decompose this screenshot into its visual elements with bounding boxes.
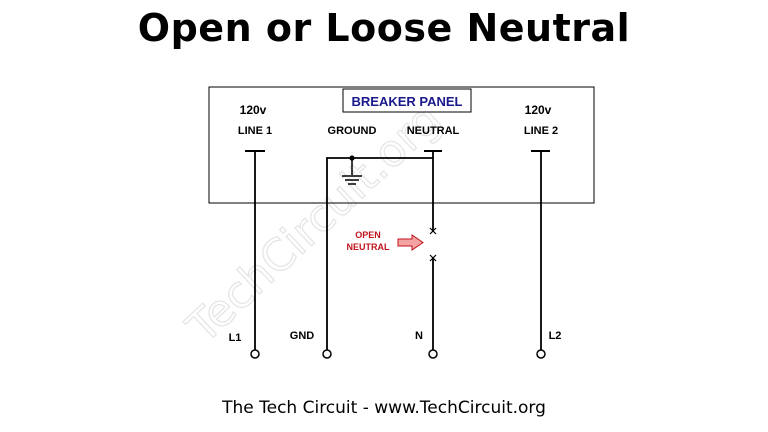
n-label: N [415, 330, 423, 342]
diagram-title: Open or Loose Neutral [137, 6, 631, 50]
gnd-label: GND [290, 330, 315, 342]
breaker-panel-box [208, 86, 595, 204]
l2-terminal [536, 349, 546, 359]
line1-label: LINE 1 [238, 125, 272, 137]
ground-symbol-icon [342, 175, 362, 185]
n-terminal [428, 349, 438, 359]
open-neutral-arrow-icon [397, 234, 424, 251]
line1-voltage-label: 120v [240, 103, 267, 117]
gnd-terminal [322, 349, 332, 359]
break-mark-upper-icon [429, 227, 437, 235]
ground-label: GROUND [328, 125, 377, 137]
l1-terminal [250, 349, 260, 359]
l2-label: L2 [549, 330, 562, 342]
breaker-panel-label-box [342, 88, 472, 113]
neutral-label: NEUTRAL [407, 125, 460, 137]
breaker-panel-label: BREAKER PANEL [352, 94, 463, 109]
ground-bond-wire [326, 157, 433, 350]
line2-voltage-label: 120v [525, 103, 552, 117]
line2-label: LINE 2 [524, 125, 558, 137]
l1-label: L1 [229, 332, 242, 344]
open-neutral-label-line1: OPEN [355, 230, 381, 240]
footer-credit: The Tech Circuit - www.TechCircuit.org [222, 398, 546, 418]
open-neutral-label-line2: NEUTRAL [347, 242, 390, 252]
